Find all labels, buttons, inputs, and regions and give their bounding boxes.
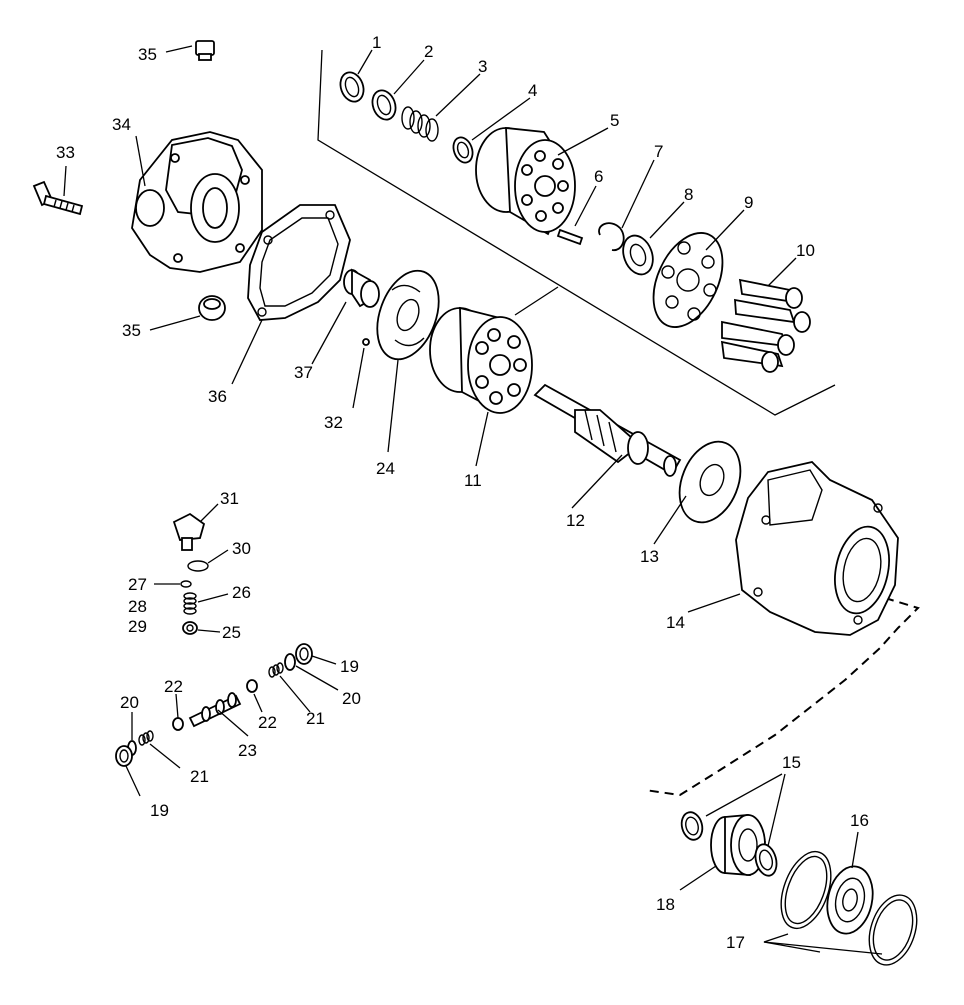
part-25-poppet [182, 621, 198, 635]
callout-34: 34 [112, 115, 131, 134]
callout-labels: 1 2 3 4 5 6 7 8 9 10 11 12 13 14 15 16 1… [56, 33, 869, 952]
part-15-ring-front [680, 811, 704, 841]
part-12-shaft [533, 383, 682, 477]
callout-16: 16 [850, 811, 869, 830]
callout-6: 6 [594, 167, 603, 186]
callout-8: 8 [684, 185, 693, 204]
part-9-retainer-plate [652, 232, 724, 328]
callout-31: 31 [220, 489, 239, 508]
part-13-washer [678, 440, 742, 524]
callout-7: 7 [654, 142, 663, 161]
leader-lines [63, 45, 883, 955]
callout-30: 30 [232, 539, 251, 558]
part-27-washer [180, 580, 192, 588]
callout-17: 17 [726, 933, 745, 952]
callout-24: 24 [376, 459, 395, 478]
part-37-bushing [343, 268, 380, 308]
part-11-cylinder-block [429, 306, 533, 414]
callout-5: 5 [610, 111, 619, 130]
assembly-connection-dashed [644, 597, 920, 797]
part-35-plug-top [195, 40, 215, 61]
part-21-spring-right [268, 662, 284, 678]
callout-35-top: 35 [138, 45, 157, 64]
callout-18: 18 [656, 895, 675, 914]
callout-22-bottom: 22 [258, 713, 277, 732]
part-14-housing [735, 461, 899, 636]
part-1-ring [339, 71, 365, 103]
part-6-pin [556, 228, 584, 246]
callout-23: 23 [238, 741, 257, 760]
callout-11: 11 [464, 471, 482, 490]
part-22-seat-left [172, 717, 184, 731]
callout-19-right: 19 [340, 657, 359, 676]
callout-21-left: 21 [190, 767, 209, 786]
callout-32: 32 [324, 413, 343, 432]
part-10-pistons [720, 278, 811, 373]
part-5-cylinder-block-kit [475, 126, 576, 236]
callout-20-left: 20 [120, 693, 139, 712]
callout-28: 28 [128, 597, 147, 616]
callout-26: 26 [232, 583, 251, 602]
part-35-plug-lower [198, 295, 226, 321]
kit-bracket-leader [514, 286, 559, 316]
part-8-ring [622, 234, 654, 276]
part-15-ring-rear [754, 843, 778, 877]
part-34-end-cover [131, 131, 263, 273]
callout-36: 36 [208, 387, 227, 406]
part-7-snap-ring [598, 222, 625, 251]
callout-29: 29 [128, 617, 147, 636]
part-2-ring [371, 89, 397, 121]
part-19-plug-right [295, 643, 313, 665]
part-4-ring [452, 136, 474, 164]
callout-15: 15 [782, 753, 801, 772]
kit-bracket [317, 49, 836, 416]
callout-1: 1 [372, 33, 381, 52]
part-17-snap-ring-front [780, 850, 832, 930]
callout-9: 9 [744, 193, 753, 212]
part-26-spring [183, 592, 197, 615]
part-19-plug-left [115, 745, 133, 767]
part-24-valve-plate [376, 269, 440, 361]
callout-4: 4 [528, 81, 537, 100]
callout-20-right: 20 [342, 689, 361, 708]
callout-2: 2 [424, 42, 433, 61]
callout-14: 14 [666, 613, 685, 632]
part-23-spool [188, 692, 242, 728]
callout-25: 25 [222, 623, 241, 642]
callout-10: 10 [796, 241, 815, 260]
callout-19-left: 19 [150, 801, 169, 820]
part-22-seat-right [246, 679, 258, 693]
part-31-plug [172, 512, 206, 551]
part-36-gasket [247, 204, 351, 321]
callout-3: 3 [478, 57, 487, 76]
part-32-pin [362, 338, 370, 346]
part-33-bolt [32, 180, 84, 216]
part-20-o-ring-right [284, 653, 296, 671]
callout-12: 12 [566, 511, 585, 530]
callout-21-right: 21 [306, 709, 325, 728]
callout-22-top: 22 [164, 677, 183, 696]
part-16-seal [826, 865, 874, 935]
part-17-snap-ring-rear [868, 894, 918, 966]
callout-13: 13 [640, 547, 659, 566]
part-30-o-ring [187, 560, 209, 572]
callout-35-lower: 35 [122, 321, 141, 340]
part-3-spring [401, 106, 439, 142]
callout-33: 33 [56, 143, 75, 162]
callout-27: 27 [128, 575, 147, 594]
callout-37: 37 [294, 363, 313, 382]
part-21-spring-left [138, 730, 154, 746]
